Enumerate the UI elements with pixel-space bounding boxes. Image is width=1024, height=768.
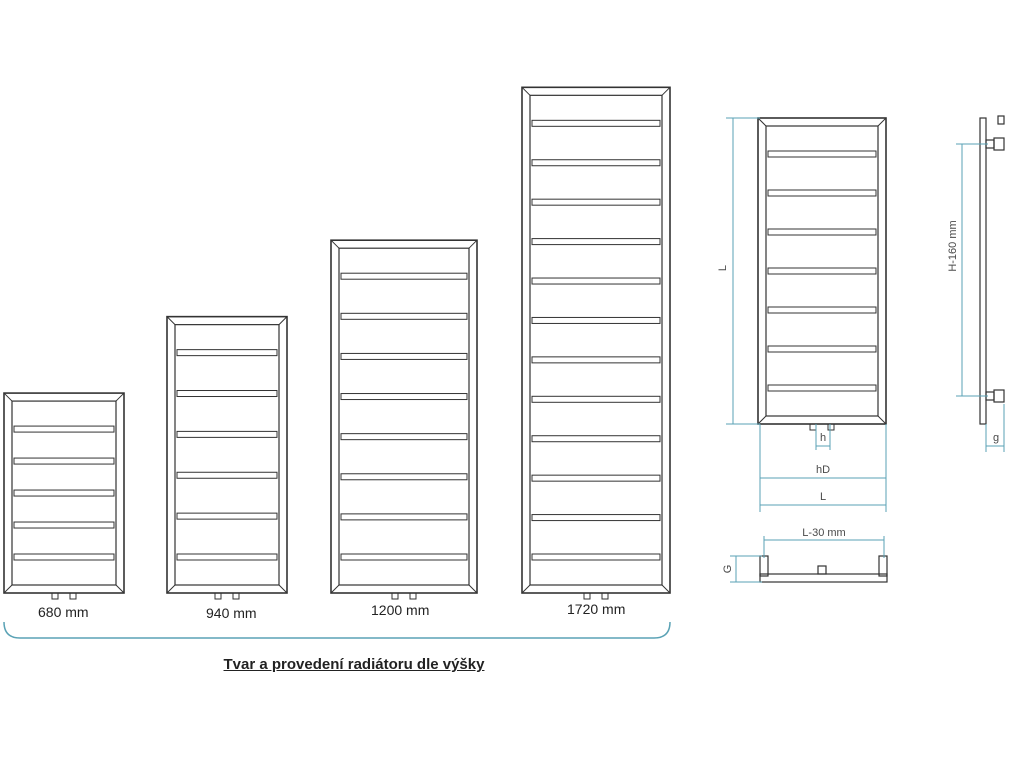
top-view-dimensions [730, 536, 885, 583]
side-view-drawing [979, 115, 1005, 425]
grouping-bracket [3, 621, 671, 639]
radiator-label-940: 940 mm [206, 605, 257, 621]
side-height-label: H-160 mm [947, 220, 959, 271]
top-width-label: L-30 mm [802, 527, 845, 539]
radiator-680 [3, 392, 125, 600]
side-view-dimensions [956, 143, 1005, 452]
connection-spacing-label: hD [816, 464, 830, 476]
top-view-drawing [759, 555, 888, 583]
radiator-940 [166, 315, 288, 600]
radiator-height-variants [3, 86, 671, 600]
radiator-label-680: 680 mm [38, 604, 89, 620]
side-gap-label: g [993, 432, 999, 444]
front-height-label: L [717, 265, 729, 271]
connection-label: h [820, 432, 826, 444]
radiator-label-1200: 1200 mm [371, 602, 430, 618]
front-view-radiator [757, 117, 887, 431]
drawing-caption: Tvar a provedení radiátoru dle výšky [223, 656, 485, 673]
radiator-label-1720: 1720 mm [567, 601, 626, 617]
depth-label: G [722, 565, 734, 574]
radiator-1200 [330, 239, 478, 600]
front-view-drawing [757, 117, 887, 431]
front-view-dimensions [726, 117, 887, 512]
width-label: L [820, 491, 826, 503]
radiator-1720 [521, 86, 671, 600]
